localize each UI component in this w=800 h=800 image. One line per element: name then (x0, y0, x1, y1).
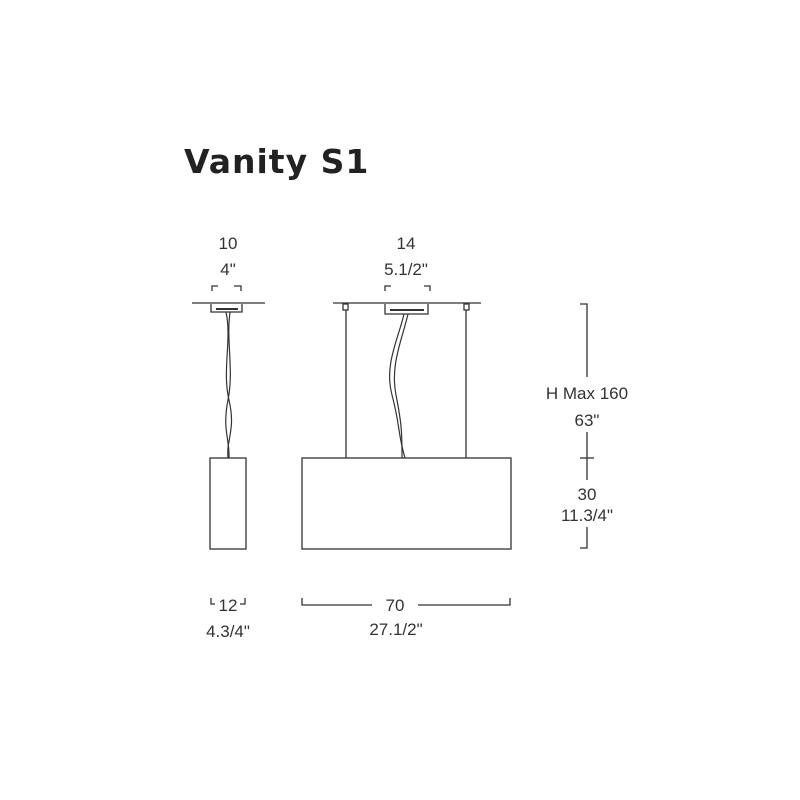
front-canopy (384, 304, 429, 315)
side-depth-cm-label: 12 (218, 596, 238, 615)
front-view (301, 285, 512, 606)
side-depth-bracket-right (240, 598, 246, 605)
side-canopy-inch-label: 4" (220, 260, 236, 279)
front-suspension-anchor-right (463, 303, 470, 311)
front-width-inch-label: 27.1/2" (369, 620, 423, 639)
side-canopy-bracket-left (211, 285, 218, 291)
side-canopy-cm-label: 10 (218, 234, 238, 253)
height-dimensions (580, 303, 594, 549)
side-power-cable (225, 311, 233, 459)
front-width-cm-label: 70 (385, 596, 405, 615)
height-max-inch-label: 63" (574, 411, 600, 430)
front-canopy-bracket-right (424, 285, 431, 291)
product-title: Vanity S1 (184, 142, 370, 181)
side-shade (209, 457, 247, 550)
front-width-line-left (301, 598, 372, 606)
side-depth-inch-label: 4.3/4" (206, 622, 250, 641)
shade-height-inch-label: 11.3/4" (560, 506, 614, 525)
front-suspension-anchor-left (342, 303, 349, 311)
side-depth-bracket-left (210, 598, 215, 605)
side-canopy-bracket-right (234, 285, 242, 291)
front-canopy-inch-label: 5.1/2" (384, 260, 428, 279)
front-shade (301, 457, 512, 550)
height-max-cm-label: H Max 160 (545, 384, 629, 403)
front-power-cable (389, 313, 406, 459)
side-view (192, 285, 265, 605)
shade-height-line-bottom (580, 527, 588, 549)
shade-height-cm-label: 30 (577, 485, 597, 504)
front-canopy-bracket-left (384, 285, 391, 291)
height-max-line-top (580, 303, 588, 377)
front-canopy-cm-label: 14 (396, 234, 416, 253)
front-width-line-right (418, 598, 511, 606)
